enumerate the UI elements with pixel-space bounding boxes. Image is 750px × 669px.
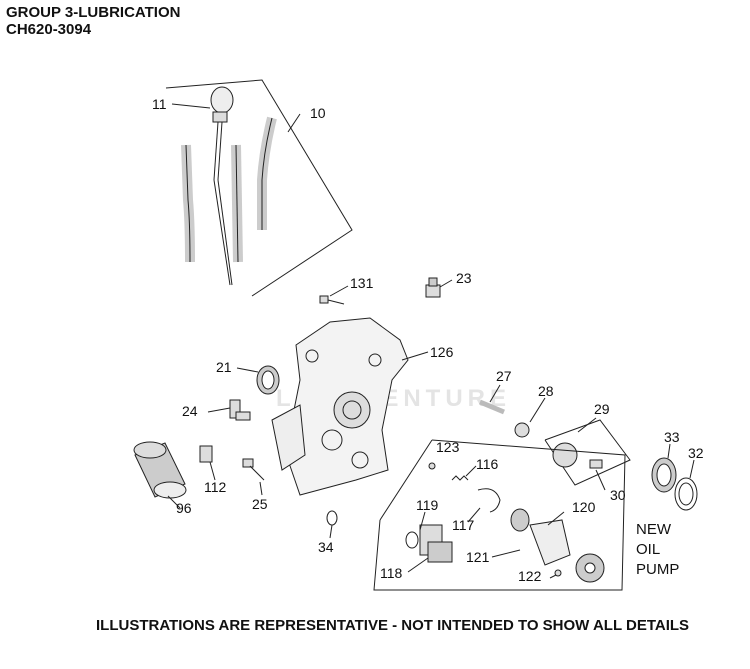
oil-filter-adapter	[271, 404, 306, 471]
dipstick-tube-left	[181, 144, 195, 263]
oil-pump-cover	[529, 519, 571, 566]
oil-pressure-switch	[425, 277, 441, 298]
callout-labels: 11 10 131 23 126 21 27 28 29 24 123 116 …	[152, 96, 704, 584]
oil-seal	[256, 365, 280, 395]
page-title: GROUP 3-LUBRICATION	[6, 4, 181, 21]
o-ring	[326, 510, 338, 526]
gasket	[674, 477, 698, 511]
new-oil-pump-note: NEW OIL PUMP	[636, 520, 679, 580]
pump-seal	[477, 488, 501, 513]
ball	[428, 462, 436, 470]
callout-27: 27	[496, 368, 512, 384]
oil-pump-group-outline	[373, 439, 626, 591]
callout-33: 33	[664, 429, 680, 445]
elbow-fitting	[229, 399, 251, 421]
note-line-2: OIL	[636, 541, 661, 558]
callout-123: 123	[436, 439, 460, 455]
dipstick-group-outline	[165, 79, 353, 297]
callout-121: 121	[466, 549, 490, 565]
bearing	[651, 457, 677, 493]
callout-118: 118	[380, 565, 403, 581]
closure-bolt	[319, 295, 345, 305]
disclaimer-footer: ILLUSTRATIONS ARE REPRESENTATIVE - NOT I…	[96, 617, 690, 634]
callout-112: 112	[204, 479, 227, 495]
screw	[554, 569, 562, 577]
callout-24: 24	[182, 403, 198, 419]
model-number: CH620-3094	[6, 21, 92, 38]
callout-32: 32	[688, 445, 704, 461]
note-line-3: PUMP	[636, 561, 680, 578]
callout-21: 21	[216, 359, 232, 375]
oil-filter-nipple	[199, 445, 213, 463]
oil-pump-gear	[575, 553, 605, 583]
callout-126: 126	[430, 344, 454, 360]
callout-25: 25	[252, 496, 268, 512]
governor-gear-outline	[544, 419, 631, 486]
callout-34: 34	[318, 539, 334, 555]
dipstick	[210, 86, 234, 286]
callout-23: 23	[456, 270, 472, 286]
pin	[479, 399, 505, 415]
callout-96: 96	[176, 500, 192, 516]
callout-29: 29	[594, 401, 610, 417]
oil-pump-o-ring	[405, 531, 419, 549]
oil-pickup	[419, 524, 453, 563]
leader-lines	[167, 103, 695, 579]
callout-28: 28	[538, 383, 554, 399]
oil-filter	[133, 441, 187, 499]
dipstick-tube-middle	[231, 144, 243, 263]
governor-bushing	[514, 422, 530, 438]
relief-valve-spring	[451, 475, 469, 481]
callout-10: 10	[310, 105, 326, 121]
callout-30: 30	[610, 487, 626, 503]
closure-plate	[287, 317, 409, 496]
bolt	[242, 458, 265, 481]
dipstick-tube-right	[257, 116, 277, 230]
callout-11: 11	[152, 96, 167, 112]
callout-116: 116	[476, 456, 499, 472]
callout-117: 117	[452, 517, 475, 533]
callout-122: 122	[518, 568, 542, 584]
note-line-1: NEW	[636, 521, 671, 538]
oil-pump-rotor	[510, 508, 530, 532]
callout-120: 120	[572, 499, 596, 515]
callout-119: 119	[416, 497, 439, 513]
callout-131: 131	[350, 275, 374, 291]
